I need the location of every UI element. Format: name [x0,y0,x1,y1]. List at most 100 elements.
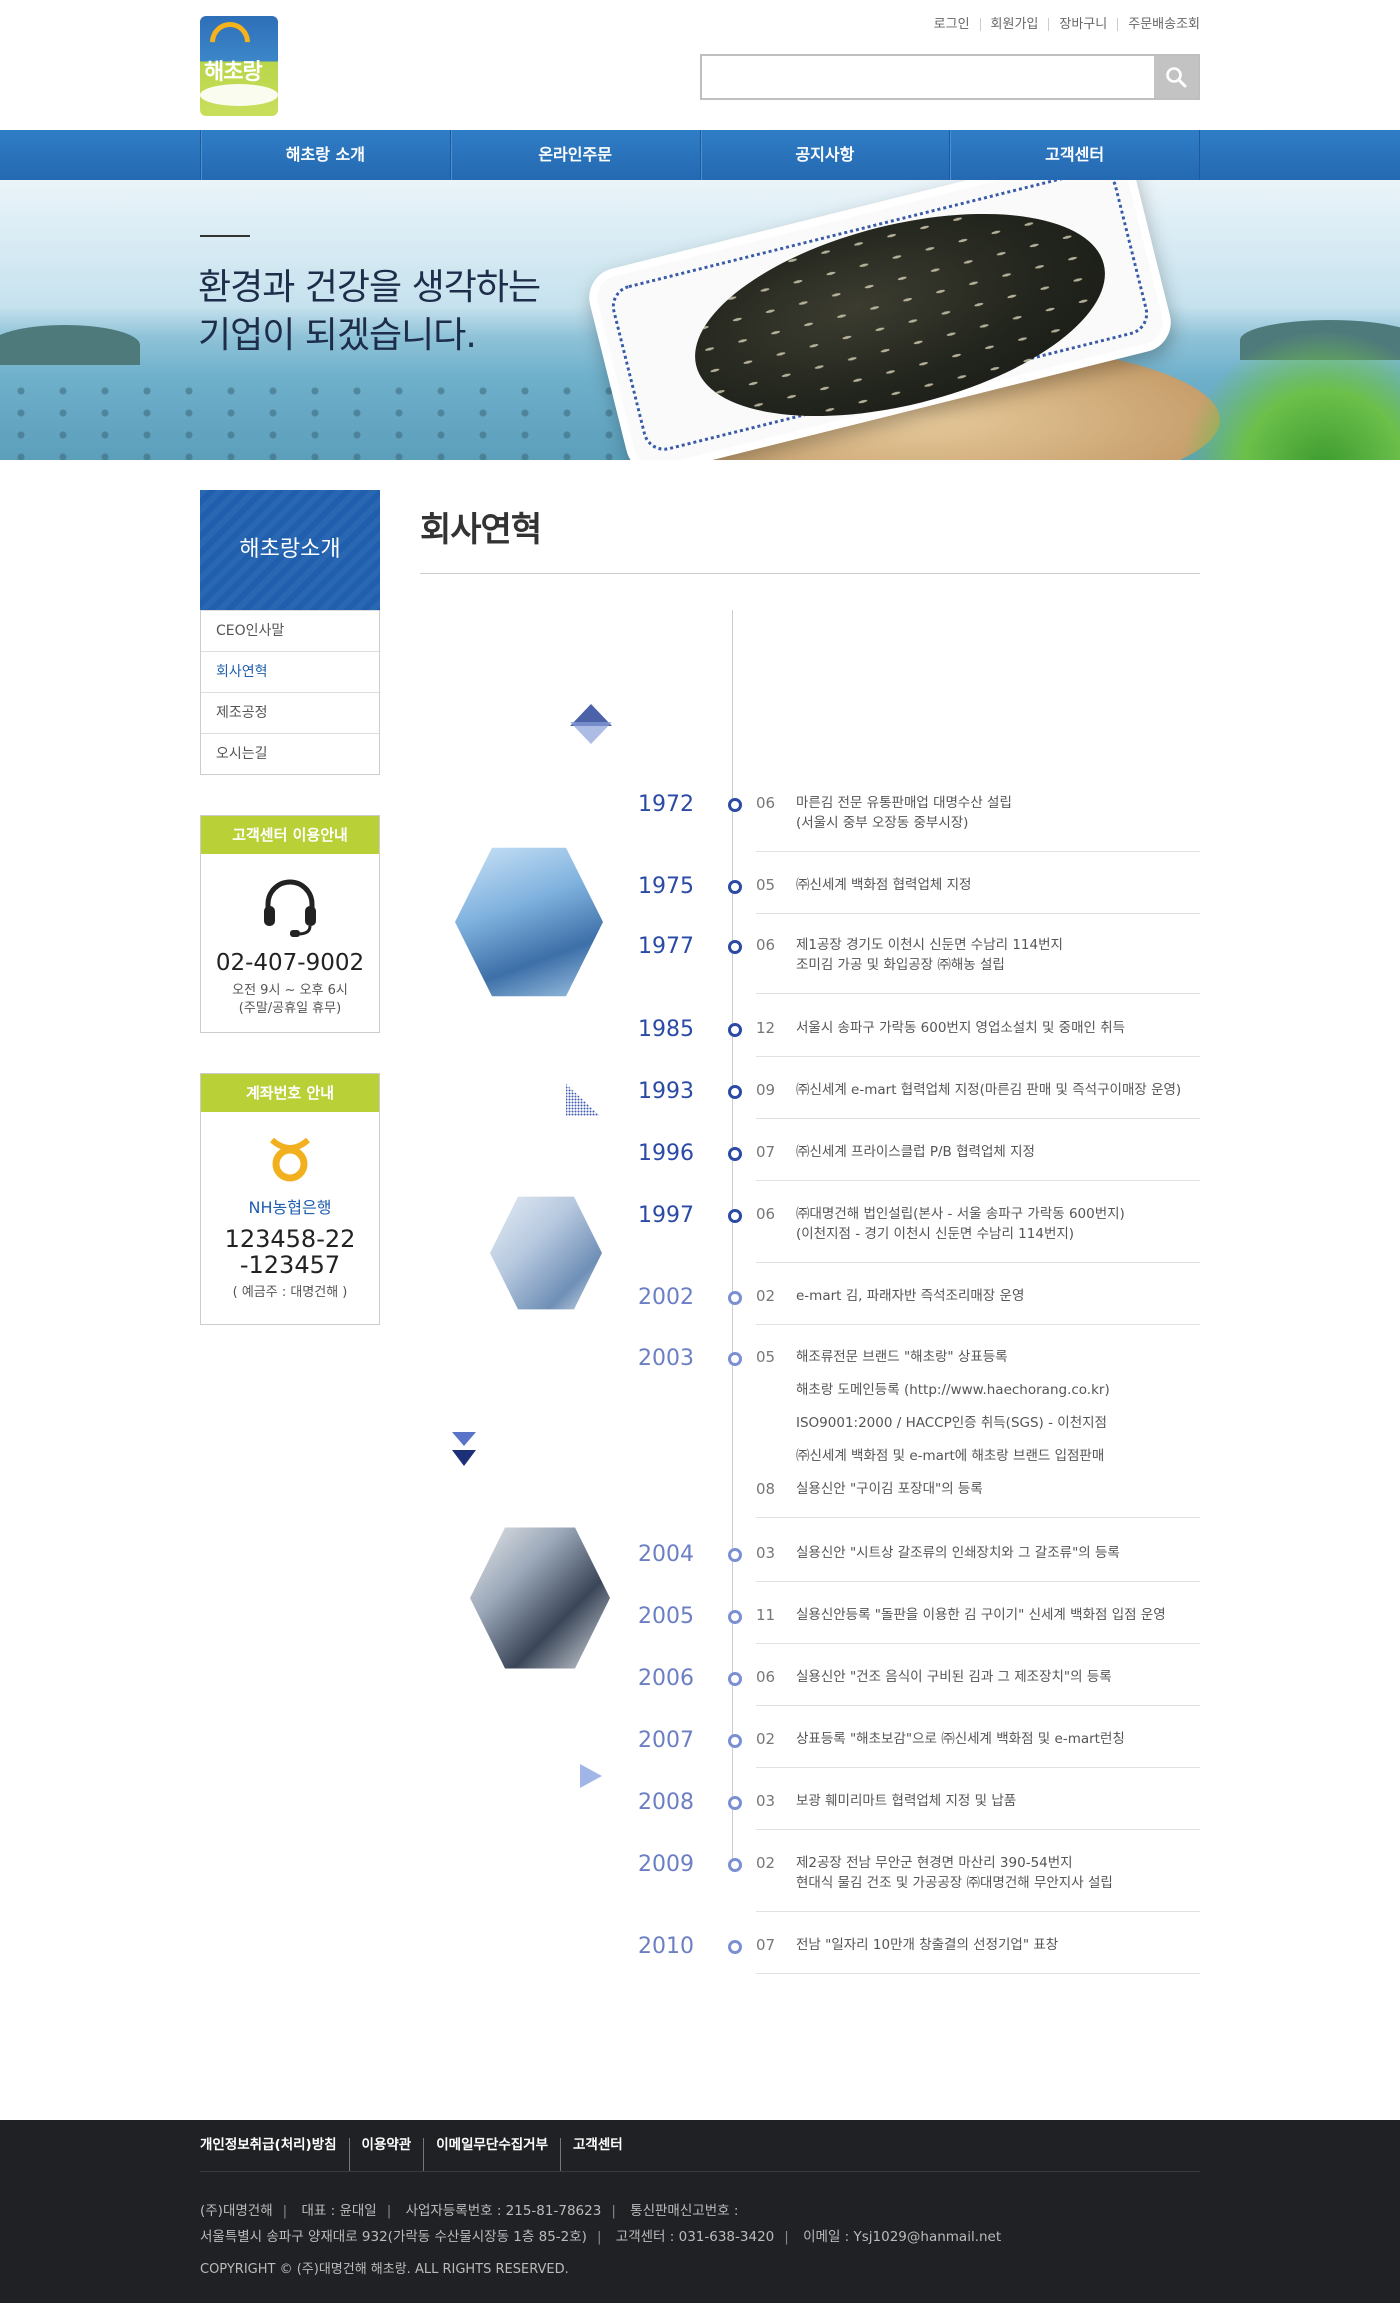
decor-triangle-icon [580,1764,602,1788]
history-event-text: 상표등록 "해초보감"으로 ㈜신세계 백화점 및 e-mart런칭 [796,1731,1125,1747]
history-month: 07 [756,1936,776,1954]
history-event-text: ㈜대명건해 법인설립(본사 - 서울 송파구 가락동 600번지) [796,1206,1125,1222]
headset-icon [264,879,316,937]
sidebar-item-directions[interactable]: 오시는길 [201,733,379,774]
history-year: 1975 [638,874,694,899]
main-content: 회사연혁 [420,490,1200,574]
footer-links: 개인정보취급(처리)방침 이용약관 이메일무단수집거부 고객센터 [200,2120,1200,2172]
search-button[interactable] [1154,56,1198,98]
history-year: 2009 [638,1852,694,1877]
nav-item-notice[interactable]: 공지사항 [701,130,951,180]
search-bar [700,54,1200,100]
page-title: 회사연혁 [420,490,1200,574]
cs-hours: 오전 9시 ~ 오후 6시 [232,983,348,998]
history-month-spacer [756,1873,796,1893]
timeline-dot [728,1085,742,1099]
history-events: 05㈜신세계 백화점 협력업체 지정 [756,875,1200,914]
terms-link[interactable]: 이용약관 [348,2138,424,2171]
history-event-text: (이천지점 - 경기 이천시 신둔면 수남리 114번지) [796,1226,1075,1242]
main-nav: 해초랑 소개 온라인주문 공지사항 고객센터 [0,130,1400,180]
ceo-name: 대표 : 윤대일 [301,2203,377,2219]
mail-order-number: 통신판매신고번호 : [630,2203,739,2219]
history-events: 12 서울시 송파구 가락동 600번지 영업소설치 및 중매인 취득 [756,1018,1200,1057]
nav-item-about[interactable]: 해초랑 소개 [201,130,451,180]
nh-bank-logo-icon [270,1137,310,1182]
copyright: COPYRIGHT © (주)대명건해 해초랑. ALL RIGHTS RESE… [200,2262,569,2277]
history-year: 1996 [638,1141,694,1166]
search-icon [1166,67,1187,88]
timeline-dot [728,1291,742,1305]
timeline-dot [728,1734,742,1748]
history-month: 08 [756,1480,776,1498]
history-event-text: 현대식 물김 건조 및 가공공장 ㈜대명건해 무안지사 설립 [796,1875,1113,1891]
grass-graphic [1180,330,1400,460]
history-month: 02 [756,1854,776,1872]
search-input[interactable] [702,56,1154,98]
business-number: 사업자등록번호 : 215-81-78623 [405,2203,602,2219]
history-year: 1972 [638,792,694,817]
history-event-text: 서울시 송파구 가락동 600번지 영업소설치 및 중매인 취득 [796,1020,1126,1036]
sidebar-item-process[interactable]: 제조공정 [201,692,379,733]
history-event-text: 마른김 전문 유통판매업 대명수산 설립 [796,795,1012,811]
signup-link[interactable]: 회원가입 [979,18,1049,31]
footer-cs-link[interactable]: 고객센터 [560,2138,635,2171]
history-event-text: 실용신안 "건조 음식이 구비된 김과 그 제조장치"의 등록 [796,1669,1112,1685]
no-email-collection-link[interactable]: 이메일무단수집거부 [423,2138,560,2171]
account-number-2: -123457 [239,1251,341,1279]
logo-text: 해초랑 [204,59,263,85]
logo[interactable]: 해초랑 [200,16,278,116]
history-event-text: 제1공장 경기도 이천시 신둔면 수남리 114번지 [796,937,1063,953]
history-year: 2008 [638,1790,694,1815]
history-year: 2005 [638,1604,694,1629]
decor-triangle-icon [570,704,612,744]
order-tracking-link[interactable]: 주문배송조회 [1117,18,1200,31]
history-month: 02 [756,1730,776,1748]
privacy-policy-link[interactable]: 개인정보취급(처리)방침 [200,2137,337,2153]
history-event-text: ISO9001:2000 / HACCP인증 취득(SGS) - 이천지점 [796,1415,1107,1431]
account-holder: ( 예금주 : 대명건해 ) [232,1285,348,1300]
timeline-dot [728,1610,742,1624]
timeline-dot [728,1548,742,1562]
history-year: 1997 [638,1203,694,1228]
timeline-dot [728,940,742,954]
cs-holiday: (주말/공휴일 휴무) [238,1001,342,1016]
history-month-spacer [756,1380,796,1400]
customer-center-box: 고객센터 이용안내 02-407-9002 오전 9시 ~ 오후 6시 (주말/… [200,815,380,1033]
history-year: 2004 [638,1542,694,1567]
history-event-text: 보광 훼미리마트 협력업체 지정 및 납품 [796,1793,1017,1809]
sidebar-menu: CEO인사말 회사연혁 제조공정 오시는길 [200,610,380,775]
history-month: 11 [756,1606,776,1624]
sea-farm-graphic [0,380,640,460]
history-event-text: 제2공장 전남 무안군 현경면 마산리 390-54번지 [796,1855,1073,1871]
history-event-text: ㈜신세계 백화점 협력업체 지정 [796,877,972,893]
history-events: 02 상표등록 "해초보감"으로 ㈜신세계 백화점 및 e-mart런칭 [756,1729,1200,1768]
timeline-dot [728,1352,742,1366]
login-link[interactable]: 로그인 [933,17,970,32]
nav-item-customer-center[interactable]: 고객센터 [950,130,1200,180]
company-address: 서울특별시 송파구 양재대로 932(가락동 수산물시장동 1층 85-2호) [200,2229,587,2245]
history-month-spacer [756,1224,796,1244]
timeline-dot [728,1147,742,1161]
history-month: 12 [756,1019,776,1037]
history-month: 02 [756,1287,776,1305]
banner-headline: 환경과 건강을 생각하는 기업이 되겠습니다. [198,264,541,360]
sidebar-item-ceo[interactable]: CEO인사말 [201,610,379,651]
history-event-text: ㈜신세계 e-mart 협력업체 지정(마른김 판매 및 즉석구이매장 운영) [796,1082,1182,1098]
timeline-dot [728,880,742,894]
sidebar-item-history[interactable]: 회사연혁 [201,651,379,692]
nav-item-online-order[interactable]: 온라인주문 [451,130,701,180]
sidebar: 해초랑소개 CEO인사말 회사연혁 제조공정 오시는길 고객센터 이용안내 02… [200,490,380,1325]
cart-link[interactable]: 장바구니 [1048,18,1117,31]
